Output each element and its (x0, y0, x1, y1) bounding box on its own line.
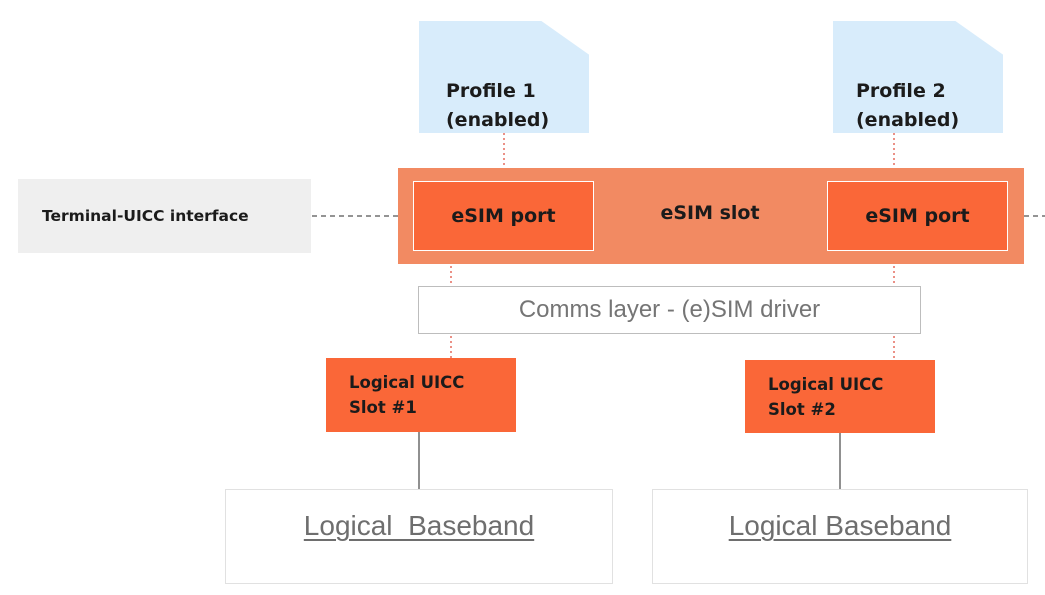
comms-layer-box: Comms layer - (e)SIM driver (418, 286, 921, 334)
logical-uicc-slot-1-line2: Slot #1 (349, 398, 417, 417)
logical-uicc-slot-2: Logical UICC Slot #2 (745, 360, 935, 433)
logical-uicc-slot-1: Logical UICC Slot #1 (326, 358, 516, 432)
logical-uicc-slot-1-line1: Logical UICC (349, 373, 465, 392)
profile-2-status: (enabled) (856, 109, 960, 131)
comms-layer-label: Comms layer - (e)SIM driver (518, 296, 821, 323)
profile-1-status: (enabled) (446, 109, 550, 131)
profile-1-note: Profile 1 (enabled) (419, 21, 589, 133)
esim-port-2: eSIM port (827, 181, 1008, 251)
profile-2-title: Profile 2 (856, 80, 946, 102)
profile-1-title: Profile 1 (446, 80, 536, 102)
esim-slot-label: eSIM slot (660, 202, 760, 224)
terminal-uicc-interface-label: Terminal-UICC interface (42, 207, 249, 225)
logical-baseband-2-label: Logical Baseband (728, 510, 952, 541)
logical-uicc-slot-2-line1: Logical UICC (768, 375, 884, 394)
logical-uicc-slot-2-line2: Slot #2 (768, 400, 836, 419)
profile-2-note: Profile 2 (enabled) (833, 21, 1003, 133)
esim-port-2-label: eSIM port (865, 205, 970, 227)
esim-port-1: eSIM port (413, 181, 594, 251)
terminal-uicc-interface-box: Terminal-UICC interface (18, 179, 311, 253)
logical-baseband-1: Logical Baseband (225, 489, 613, 584)
logical-baseband-2: Logical Baseband (652, 489, 1028, 584)
logical-baseband-1-label: Logical Baseband (303, 510, 535, 541)
esim-port-1-label: eSIM port (451, 205, 556, 227)
